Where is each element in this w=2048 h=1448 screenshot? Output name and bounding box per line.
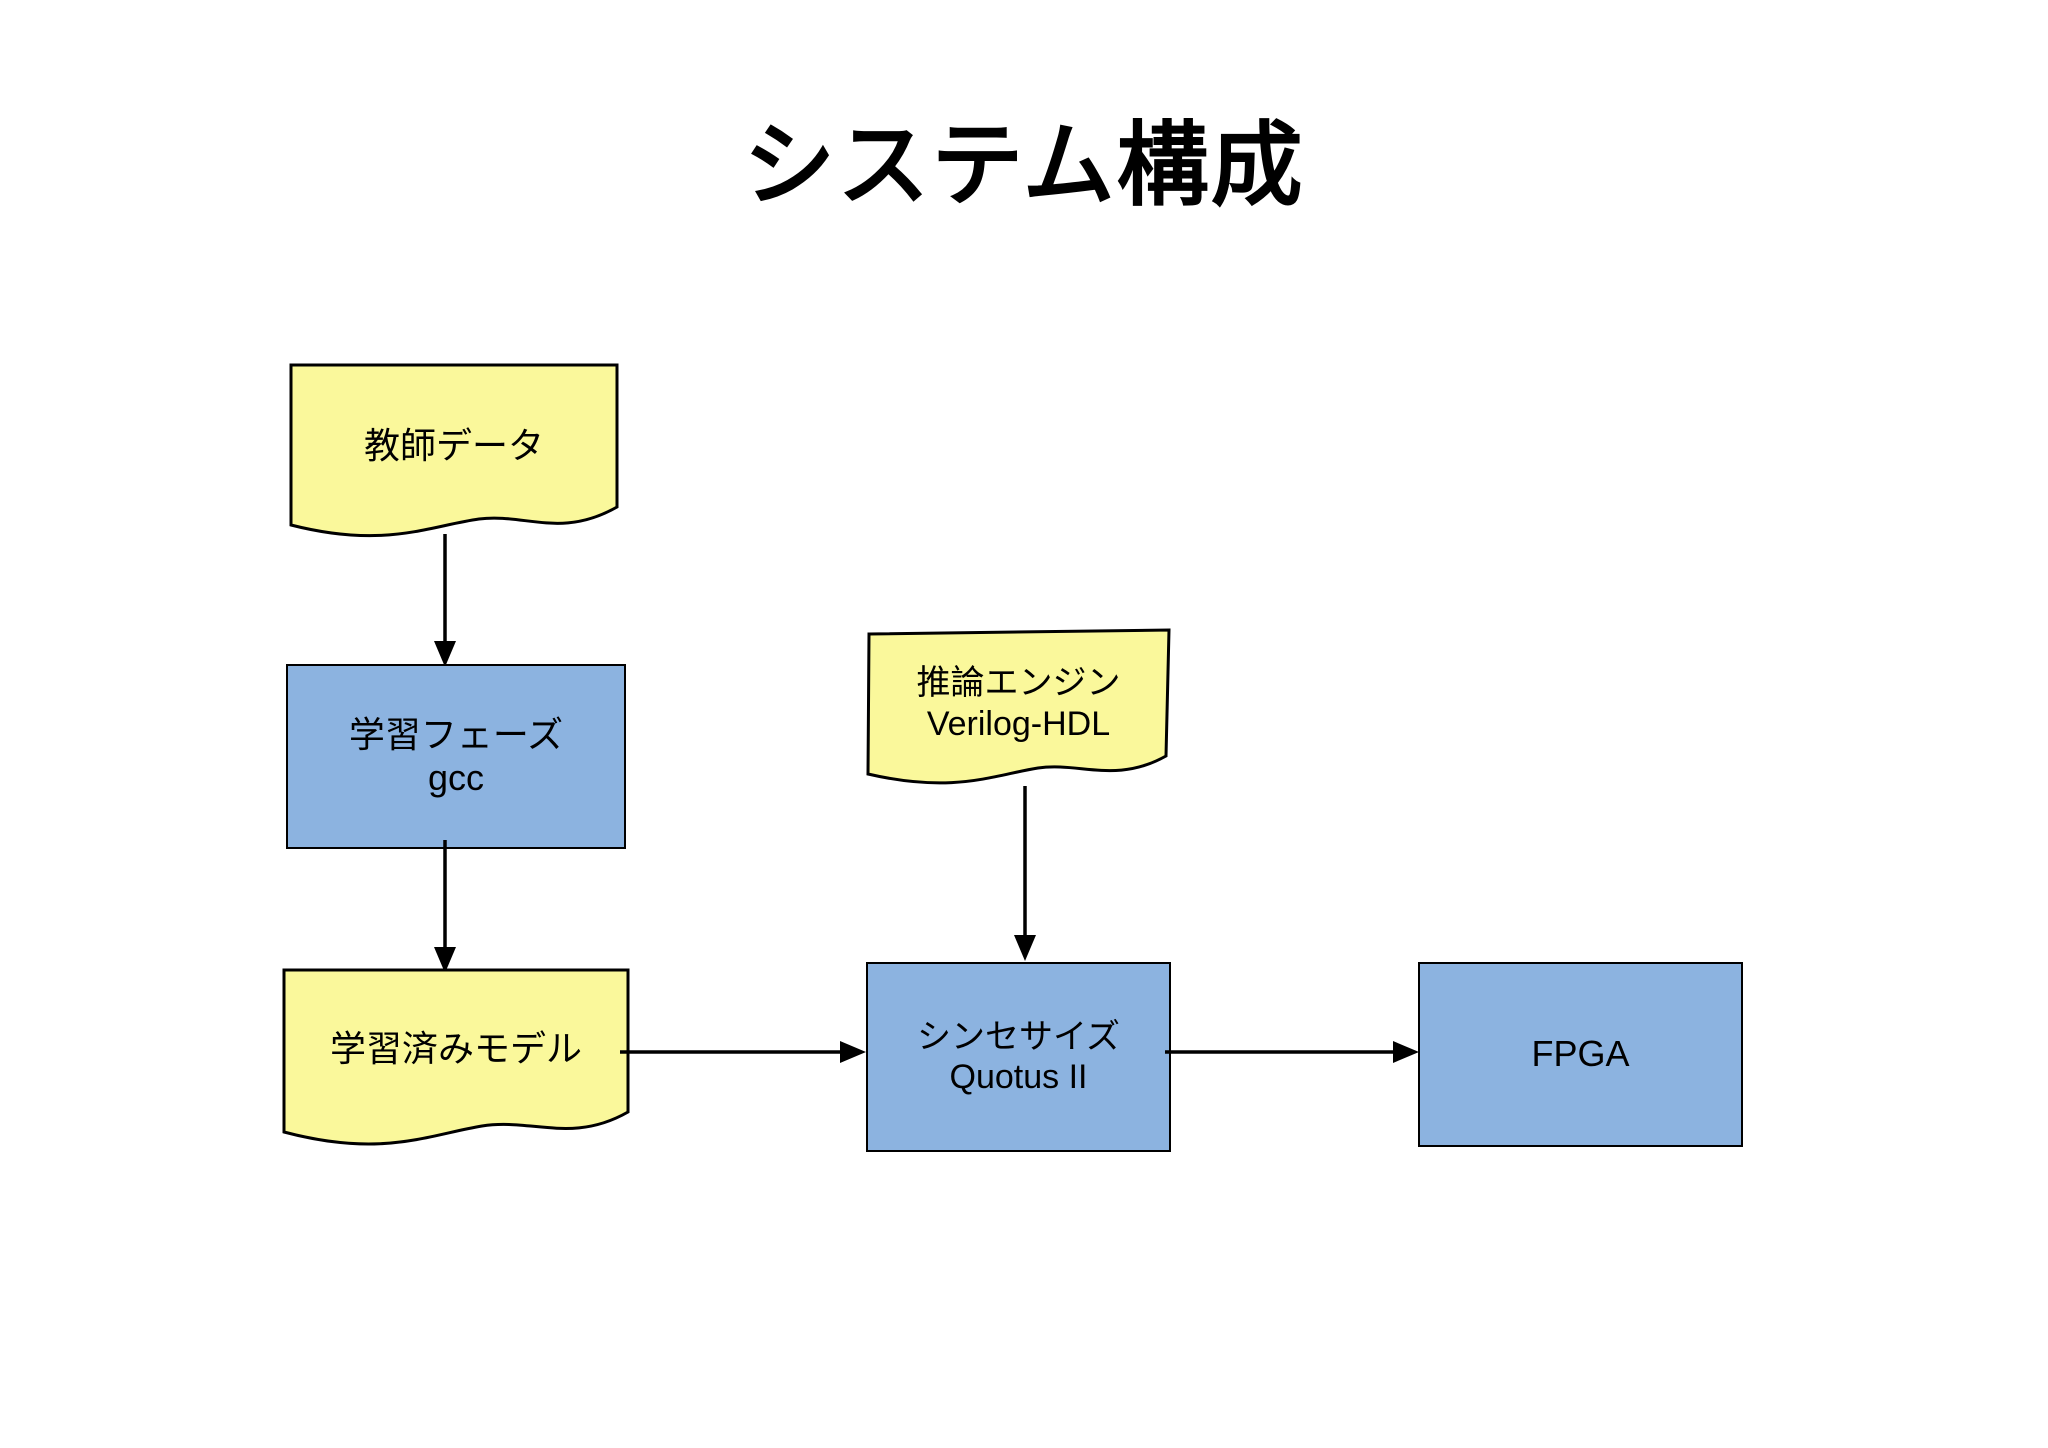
node-synthesize-label: シンセサイズ bbox=[917, 1017, 1120, 1056]
arrow-learning-phase-to-trained-model bbox=[430, 840, 460, 976]
node-trained-model-label: 学習済みモデル bbox=[329, 1028, 582, 1070]
node-synthesize[interactable]: シンセサイズ Quotus II bbox=[866, 962, 1171, 1152]
node-synthesize-sublabel: Quotus II bbox=[949, 1058, 1088, 1096]
node-learning-phase-sublabel: gcc bbox=[427, 756, 485, 798]
node-training-data-label: 教師データ bbox=[363, 425, 544, 467]
node-inference-engine[interactable]: 推論エンジン Verilog-HDL bbox=[866, 628, 1171, 793]
document-shape-icon bbox=[866, 628, 1171, 785]
arrow-inference-engine-to-synthesize bbox=[1010, 786, 1040, 964]
node-trained-model[interactable]: 学習済みモデル bbox=[282, 968, 630, 1153]
node-inference-engine-label: 推論エンジン bbox=[916, 664, 1121, 703]
arrow-trained-model-to-synthesize bbox=[620, 1037, 870, 1067]
node-learning-phase[interactable]: 学習フェーズ gcc bbox=[286, 664, 626, 849]
node-inference-engine-sublabel: Verilog-HDL bbox=[926, 704, 1111, 743]
page-title: システム構成 bbox=[743, 115, 1305, 217]
document-shape-icon bbox=[282, 968, 630, 1146]
document-shape-icon bbox=[289, 363, 619, 538]
node-training-data[interactable]: 教師データ bbox=[289, 363, 619, 548]
arrow-synthesize-to-fpga bbox=[1165, 1037, 1423, 1067]
node-fpga-label: FPGA bbox=[1531, 1033, 1630, 1075]
node-fpga[interactable]: FPGA bbox=[1418, 962, 1743, 1147]
arrow-training-data-to-learning-phase bbox=[430, 534, 460, 670]
node-learning-phase-label: 学習フェーズ bbox=[348, 714, 564, 756]
